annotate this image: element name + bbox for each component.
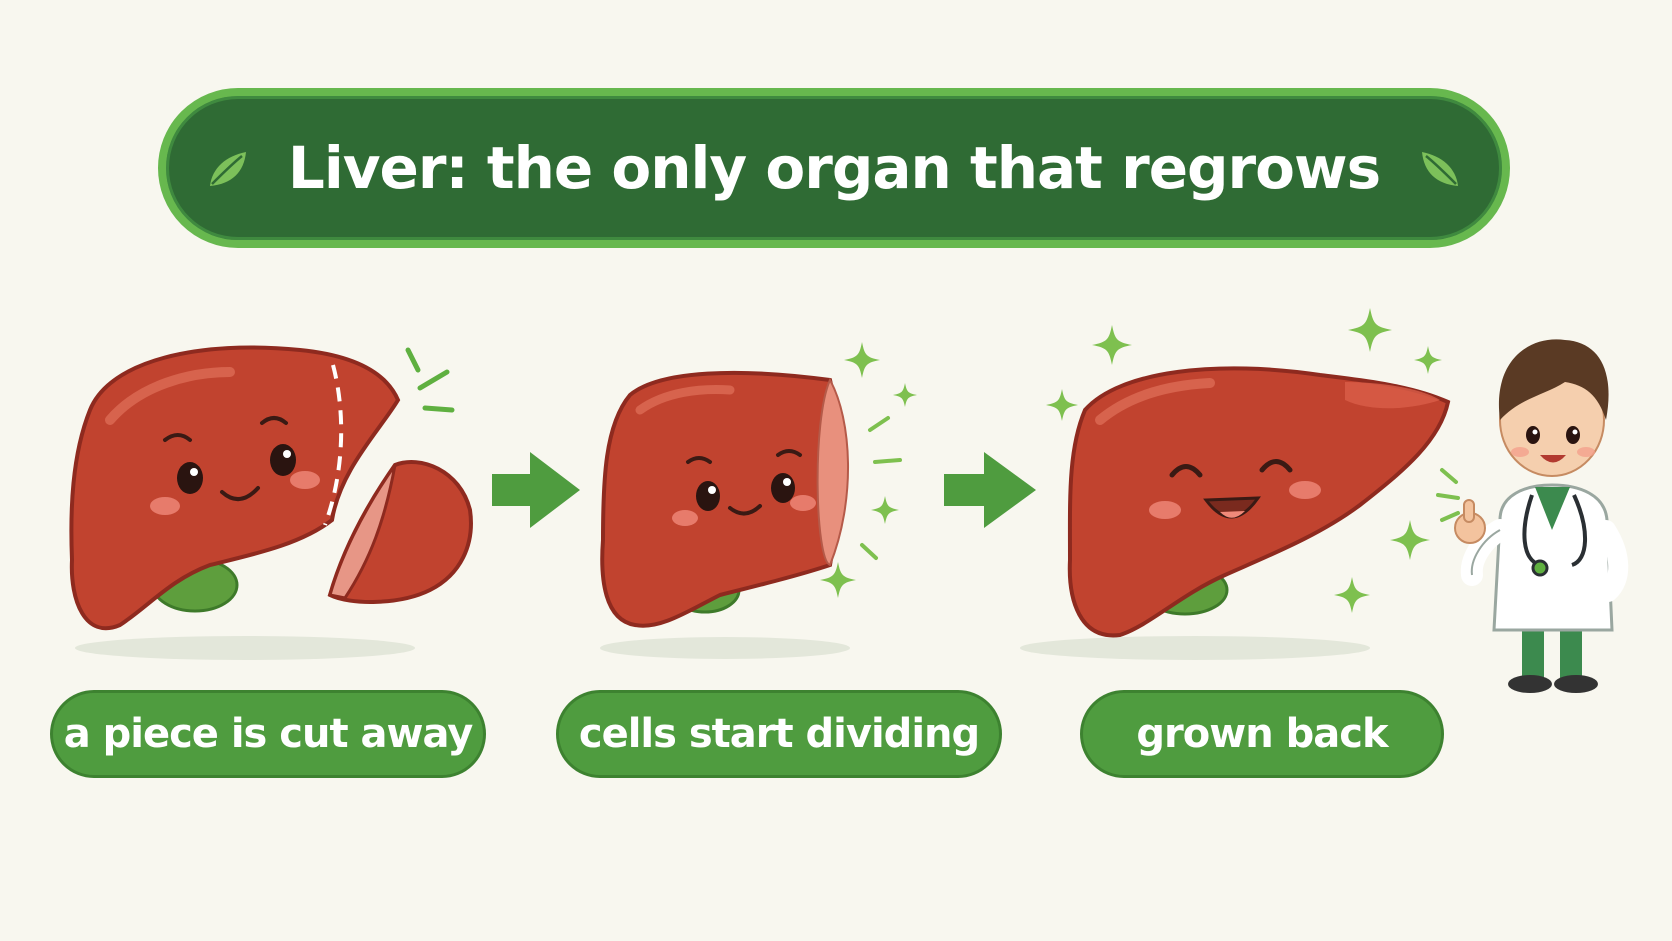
page-title: Liver: the only organ that regrows bbox=[287, 134, 1381, 202]
title-banner: Liver: the only organ that regrows bbox=[158, 88, 1510, 248]
step-label-cut: a piece is cut away bbox=[50, 690, 486, 778]
liver-whole-icon bbox=[1020, 308, 1451, 660]
leaf-icon bbox=[1414, 142, 1466, 194]
right-arrow-icon bbox=[944, 452, 1036, 528]
step-label-grown: grown back bbox=[1080, 690, 1444, 778]
step-label-dividing: cells start dividing bbox=[556, 690, 1002, 778]
leaf-icon bbox=[202, 142, 254, 194]
right-arrow-icon bbox=[492, 452, 580, 528]
doctor-icon bbox=[1436, 339, 1629, 693]
liver-regrowing-icon bbox=[600, 342, 917, 659]
liver-cut-icon bbox=[69, 345, 473, 660]
